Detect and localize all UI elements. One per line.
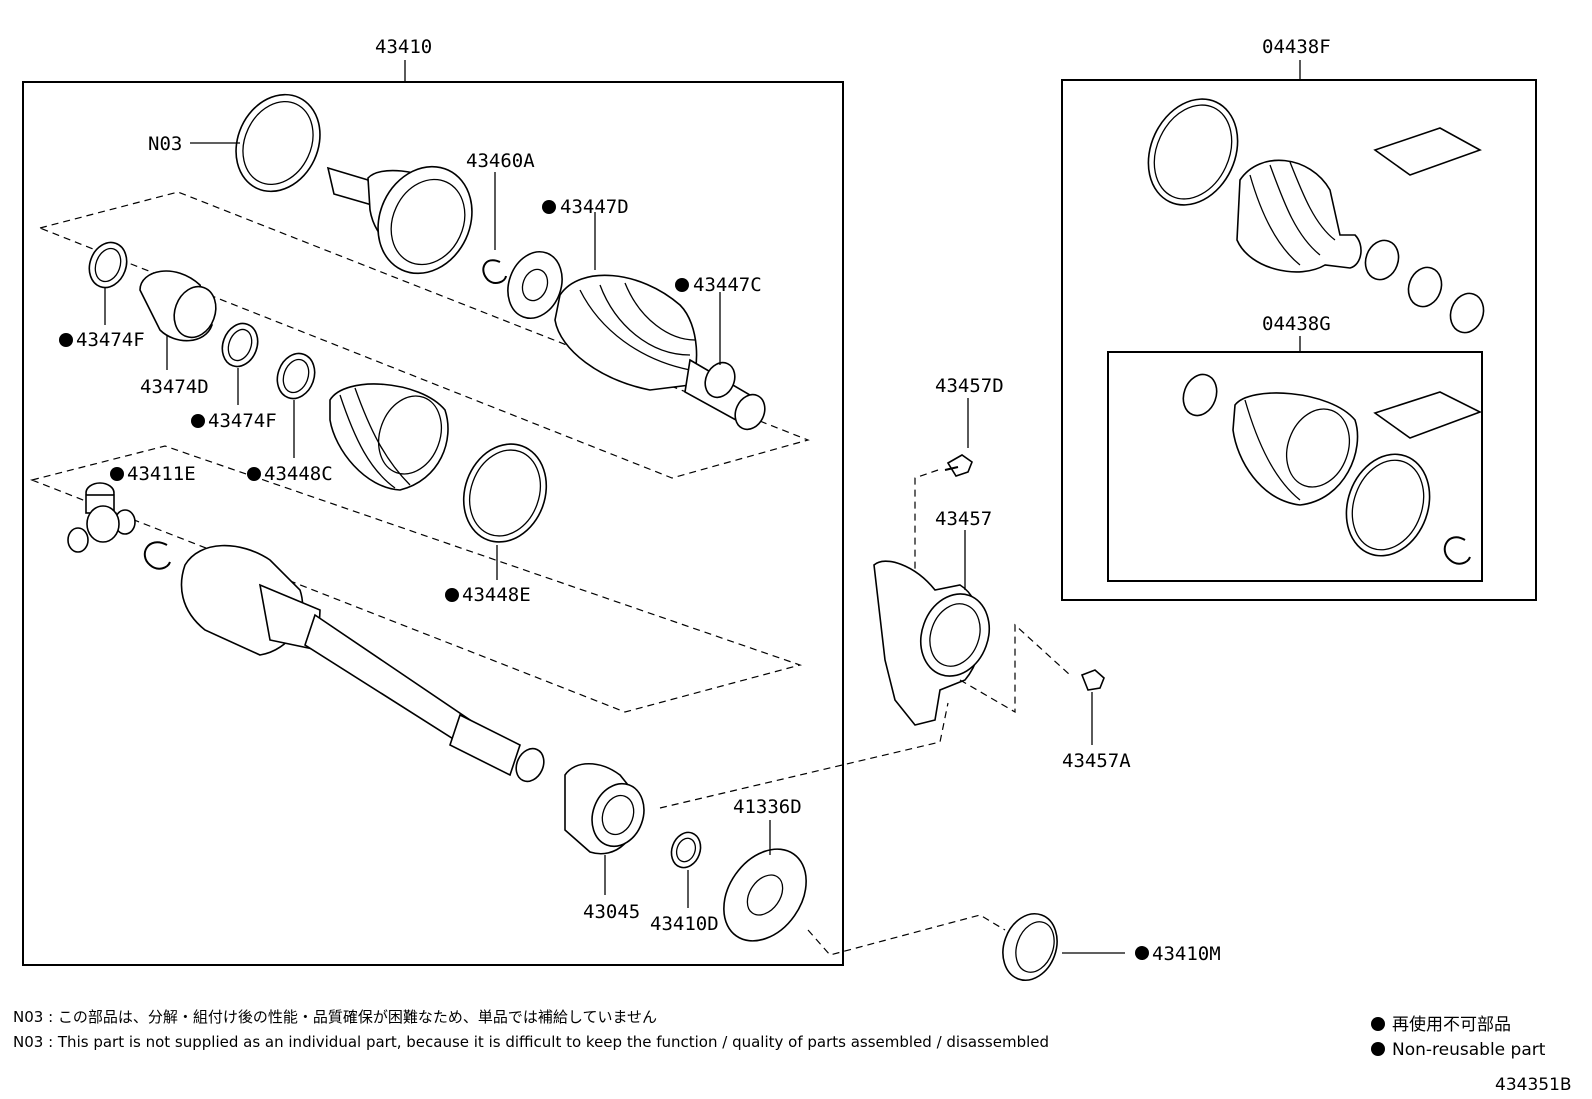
label-43448E[interactable]: 43448E: [462, 584, 531, 606]
label-41336D[interactable]: 41336D: [733, 796, 802, 818]
label-43460A[interactable]: 43460A: [466, 150, 535, 172]
label-43410[interactable]: 43410: [375, 36, 432, 58]
part-43447C-clamp[interactable]: [700, 358, 741, 402]
part-43457A-bolt[interactable]: [1080, 669, 1105, 691]
label-43045[interactable]: 43045: [583, 901, 640, 923]
part-41336D-washer[interactable]: [707, 833, 823, 956]
part-43410M-seal[interactable]: [994, 906, 1066, 988]
part-43474D-damper[interactable]: [139, 270, 223, 343]
label-43410M[interactable]: 43410M: [1152, 943, 1221, 965]
part-43411E-tripod[interactable]: [67, 482, 136, 553]
note-n03-jp: N03 : この部品は、分解・組付け後の性能・品質確保が困難なため、単品では補給…: [13, 1008, 657, 1026]
boot-kit-outer-frame: [1061, 79, 1537, 601]
part-43457-bracket[interactable]: [873, 560, 1000, 726]
note-n03-en: N03 : This part is not supplied as an in…: [13, 1033, 1049, 1051]
label-43411E[interactable]: 43411E: [127, 463, 196, 485]
kit-g-clamp[interactable]: [1178, 370, 1222, 420]
label-43474F-a[interactable]: 43474F: [76, 329, 145, 351]
part-inner-joint-shaft[interactable]: [180, 544, 549, 786]
kit-f-grease-pack[interactable]: [1373, 127, 1482, 176]
part-43045-bracket[interactable]: [564, 763, 652, 855]
figure-id: 434351B: [1495, 1075, 1572, 1095]
part-43447D-inner-race[interactable]: [499, 244, 571, 326]
label-43457[interactable]: 43457: [935, 508, 992, 530]
part-43448C-clamp[interactable]: [271, 348, 321, 404]
kit-f-clamp-1[interactable]: [1360, 236, 1404, 285]
part-snap-ring-inner[interactable]: [143, 541, 171, 570]
label-04438F[interactable]: 04438F: [1262, 36, 1331, 58]
part-43474F-clamp-a[interactable]: [83, 237, 133, 293]
label-43457A[interactable]: 43457A: [1062, 750, 1131, 772]
part-43410D-ring[interactable]: [667, 828, 706, 871]
outer-joint-group-outline: [38, 191, 810, 479]
part-43474F-clamp-b[interactable]: [217, 319, 264, 372]
inner-joint-group-outline: [30, 445, 803, 713]
kit-g-boot[interactable]: [1232, 392, 1360, 506]
kit-g-clamp-ring[interactable]: [1333, 442, 1444, 567]
label-43457D[interactable]: 43457D: [935, 375, 1004, 397]
part-43448E-clamp-ring[interactable]: [450, 432, 559, 553]
kit-g-grease-pack[interactable]: [1373, 391, 1483, 439]
part-outer-cv-joint[interactable]: [326, 151, 489, 289]
label-43474D[interactable]: 43474D: [140, 376, 209, 398]
label-43448C[interactable]: 43448C: [264, 463, 333, 485]
legend-jp: 再使用不可部品: [1392, 1014, 1511, 1035]
label-43474F-b[interactable]: 43474F: [208, 410, 277, 432]
label-04438G[interactable]: 04438G: [1262, 313, 1331, 335]
part-43457D-bolt[interactable]: [944, 454, 973, 477]
label-43410D[interactable]: 43410D: [650, 913, 719, 935]
label-43447D[interactable]: 43447D: [560, 196, 629, 218]
kit-f-clamp-ring[interactable]: [1132, 84, 1255, 219]
kit-f-boot[interactable]: [1236, 159, 1362, 273]
part-n03-ring[interactable]: [221, 81, 336, 205]
legend-en: Non-reusable part: [1392, 1040, 1546, 1060]
part-43460A-snap-ring[interactable]: [482, 259, 507, 284]
kit-g-snap-ring[interactable]: [1443, 536, 1471, 565]
kit-f-clamp-3[interactable]: [1445, 289, 1489, 338]
main-assembly-frame: [22, 81, 844, 966]
part-outer-boot-shaft[interactable]: [554, 274, 770, 434]
boot-kit-inner-frame: [1107, 351, 1483, 582]
part-inner-boot[interactable]: [329, 383, 452, 491]
label-n03[interactable]: N03: [148, 133, 182, 155]
kit-f-clamp-2[interactable]: [1403, 263, 1447, 312]
label-43447C[interactable]: 43447C: [693, 274, 762, 296]
